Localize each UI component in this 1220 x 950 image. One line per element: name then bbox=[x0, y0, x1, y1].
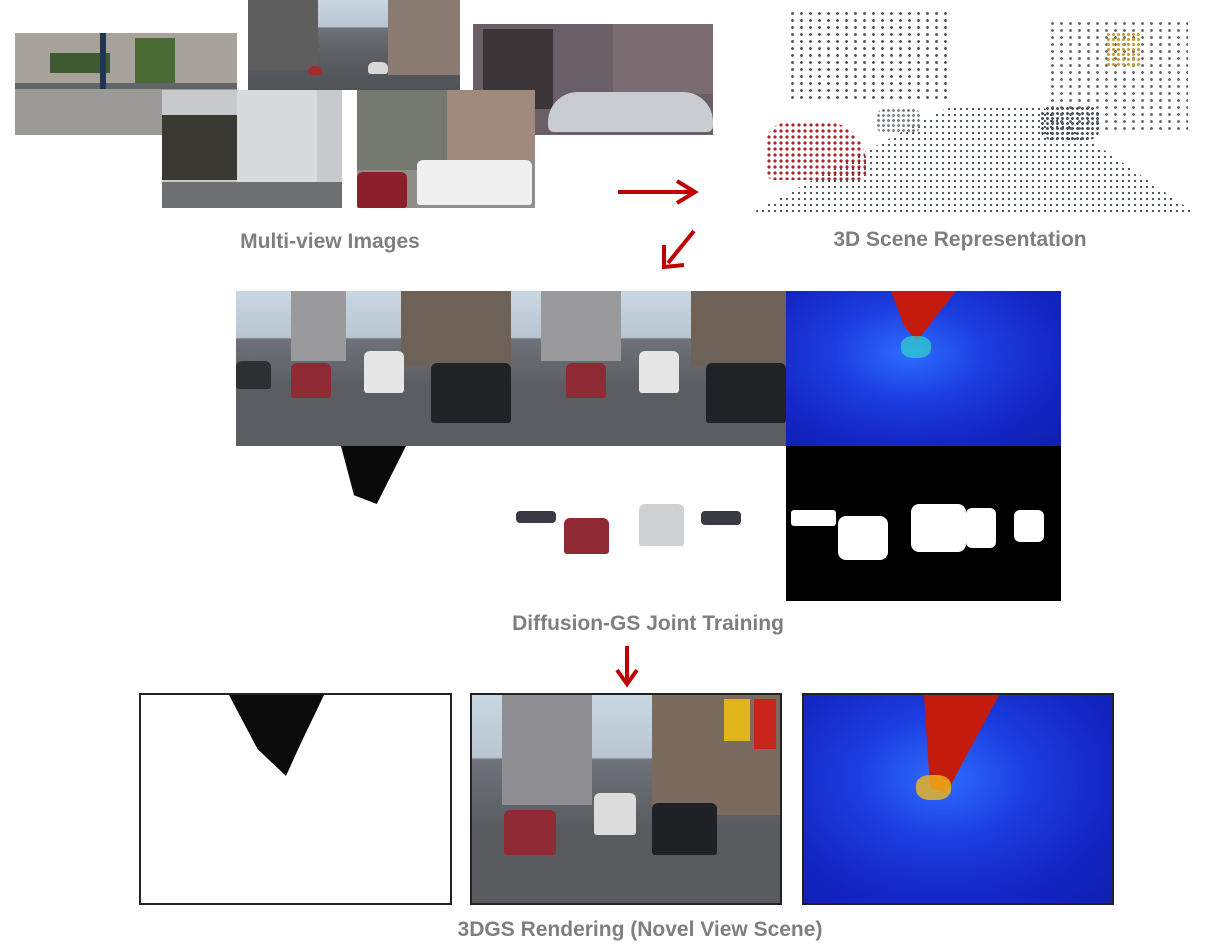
multi-view-images-label: Multi-view Images bbox=[240, 230, 420, 253]
render-uncertainty-map bbox=[139, 693, 452, 905]
view-image-5 bbox=[357, 90, 535, 208]
view-image-2 bbox=[248, 0, 460, 90]
point-cloud-render bbox=[748, 0, 1198, 215]
render-rgb-view bbox=[470, 693, 782, 905]
render-depth-map bbox=[802, 693, 1114, 905]
training-rgb-2 bbox=[511, 291, 786, 446]
arrow-down-icon bbox=[615, 646, 639, 688]
rendering-label: 3DGS Rendering (Novel View Scene) bbox=[457, 918, 823, 941]
view-image-4 bbox=[162, 90, 342, 208]
joint-training-label: Diffusion-GS Joint Training bbox=[512, 612, 784, 635]
scene-representation-label: 3D Scene Representation bbox=[833, 228, 1087, 251]
training-binary-mask bbox=[786, 446, 1061, 601]
arrow-right-icon bbox=[618, 179, 699, 205]
training-masked-rgb bbox=[511, 446, 786, 601]
arrow-down-left-icon bbox=[662, 229, 696, 270]
multi-view-images-group bbox=[15, 0, 715, 212]
joint-training-grid bbox=[236, 291, 1061, 601]
training-depth-map bbox=[786, 291, 1061, 446]
training-rgb-1 bbox=[236, 291, 511, 446]
training-uncertainty-map bbox=[236, 446, 511, 601]
